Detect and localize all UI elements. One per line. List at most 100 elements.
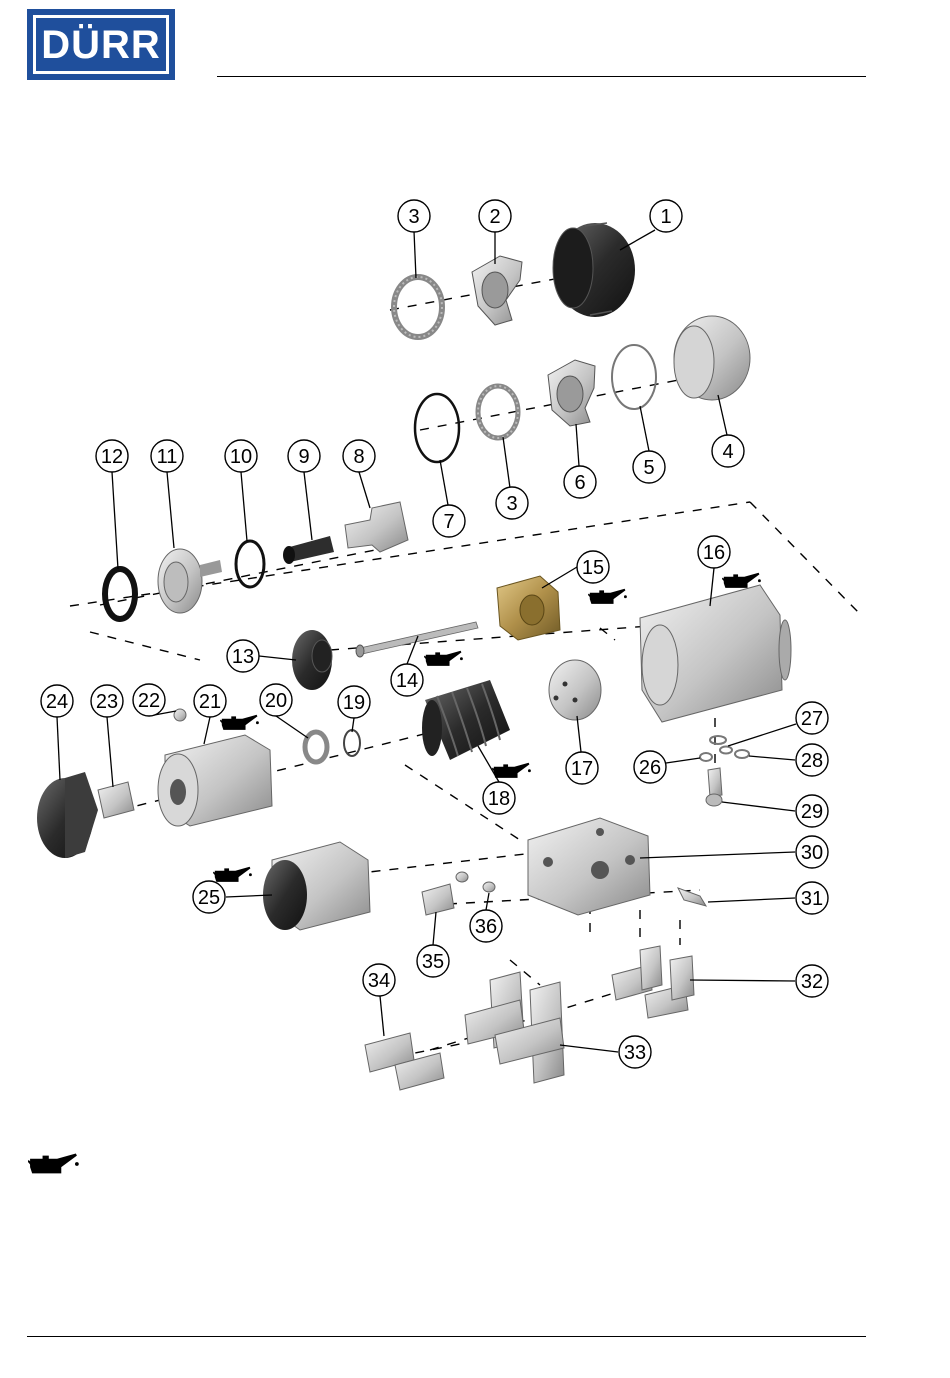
part-25-cover <box>263 842 370 930</box>
svg-text:24: 24 <box>46 691 68 713</box>
callout-13: 13 <box>227 640 259 672</box>
svg-text:8: 8 <box>353 446 364 468</box>
svg-text:10: 10 <box>230 446 252 468</box>
svg-text:15: 15 <box>582 557 604 579</box>
svg-text:12: 12 <box>101 446 123 468</box>
svg-text:18: 18 <box>488 788 510 810</box>
callout-8: 8 <box>343 440 375 472</box>
oil-can-icon <box>722 573 761 588</box>
callout-36: 36 <box>470 910 502 942</box>
part-6-flange <box>548 360 595 426</box>
svg-text:22: 22 <box>138 690 160 712</box>
callout-1: 1 <box>650 200 682 232</box>
callout-4: 4 <box>712 435 744 467</box>
part-2-flange <box>472 256 522 325</box>
oil-can-icon <box>220 715 259 730</box>
callout-32: 32 <box>796 965 828 997</box>
callout-21: 21 <box>194 685 226 717</box>
callout-28: 28 <box>796 744 828 776</box>
part-15-brass-nut <box>497 576 560 640</box>
svg-text:26: 26 <box>639 757 661 779</box>
svg-text:27: 27 <box>801 708 823 730</box>
svg-text:3: 3 <box>408 206 419 228</box>
part-9-screw <box>283 536 334 564</box>
part-33-tee-fittings <box>465 972 564 1083</box>
part-8-shaft <box>345 502 408 552</box>
callout-31: 31 <box>796 882 828 914</box>
svg-text:1: 1 <box>660 206 671 228</box>
part-12-ring <box>105 569 135 619</box>
part-29-bolt <box>706 768 722 806</box>
part-27-seal <box>710 736 732 754</box>
part-35-nipple <box>422 872 468 915</box>
callout-16: 16 <box>698 536 730 568</box>
svg-text:3: 3 <box>506 493 517 515</box>
svg-text:28: 28 <box>801 750 823 772</box>
callout-12: 12 <box>96 440 128 472</box>
svg-text:4: 4 <box>722 441 733 463</box>
part-1-cap-nut-dark <box>553 223 635 317</box>
svg-text:33: 33 <box>624 1042 646 1064</box>
svg-text:25: 25 <box>198 887 220 909</box>
callout-25: 25 <box>193 881 225 913</box>
callout-9: 9 <box>288 440 320 472</box>
callout-24: 24 <box>41 685 73 717</box>
part-30-valve-block <box>528 818 650 915</box>
svg-text:6: 6 <box>574 472 585 494</box>
svg-text:13: 13 <box>232 646 254 668</box>
part-10-o-ring <box>236 541 264 587</box>
svg-text:30: 30 <box>801 842 823 864</box>
part-23-spindle <box>98 782 134 818</box>
callout-29: 29 <box>796 795 828 827</box>
part-16-housing <box>640 585 791 722</box>
callout-6: 6 <box>564 466 596 498</box>
callout-34: 34 <box>363 964 395 996</box>
callout-15: 15 <box>577 551 609 583</box>
callout-5: 5 <box>633 451 665 483</box>
svg-text:36: 36 <box>475 916 497 938</box>
svg-text:14: 14 <box>396 670 418 692</box>
callout-10: 10 <box>225 440 257 472</box>
svg-text:21: 21 <box>199 691 221 713</box>
callout-3-bottom: 3 <box>496 487 528 519</box>
svg-text:35: 35 <box>422 951 444 973</box>
svg-text:16: 16 <box>703 542 725 564</box>
callout-7: 7 <box>433 505 465 537</box>
oil-can-icon <box>588 589 627 604</box>
callout-22: 22 <box>133 684 165 716</box>
callout-30: 30 <box>796 836 828 868</box>
svg-text:31: 31 <box>801 888 823 910</box>
oil-can-icon <box>213 867 252 882</box>
part-34-couplings <box>365 1033 444 1090</box>
part-7-o-ring <box>415 394 459 462</box>
part-36-plug <box>483 882 495 892</box>
svg-text:20: 20 <box>265 690 287 712</box>
part-5-o-ring <box>612 345 656 409</box>
callout-35: 35 <box>417 945 449 977</box>
svg-text:17: 17 <box>571 758 593 780</box>
callout-27: 27 <box>796 702 828 734</box>
svg-text:32: 32 <box>801 971 823 993</box>
part-24-knob <box>37 772 98 858</box>
svg-text:9: 9 <box>298 446 309 468</box>
part-18-bellows <box>422 680 510 760</box>
part-28-ring <box>735 750 749 758</box>
oil-can-icon <box>28 1152 80 1178</box>
footer-rule <box>27 1336 866 1337</box>
callout-14: 14 <box>391 664 423 696</box>
part-31-fitting <box>678 888 706 906</box>
part-20-washer <box>305 732 327 762</box>
callout-33: 33 <box>619 1036 651 1068</box>
callout-26: 26 <box>634 751 666 783</box>
svg-text:11: 11 <box>157 446 178 468</box>
callout-20: 20 <box>260 684 292 716</box>
callout-23: 23 <box>91 685 123 717</box>
part-17-piston <box>549 660 601 720</box>
callout-2: 2 <box>479 200 511 232</box>
svg-text:2: 2 <box>489 206 500 228</box>
part-21-cylinder <box>158 735 272 826</box>
svg-text:19: 19 <box>343 692 365 714</box>
callout-11: 11 <box>151 440 183 472</box>
svg-text:7: 7 <box>443 511 454 533</box>
svg-text:29: 29 <box>801 801 823 823</box>
